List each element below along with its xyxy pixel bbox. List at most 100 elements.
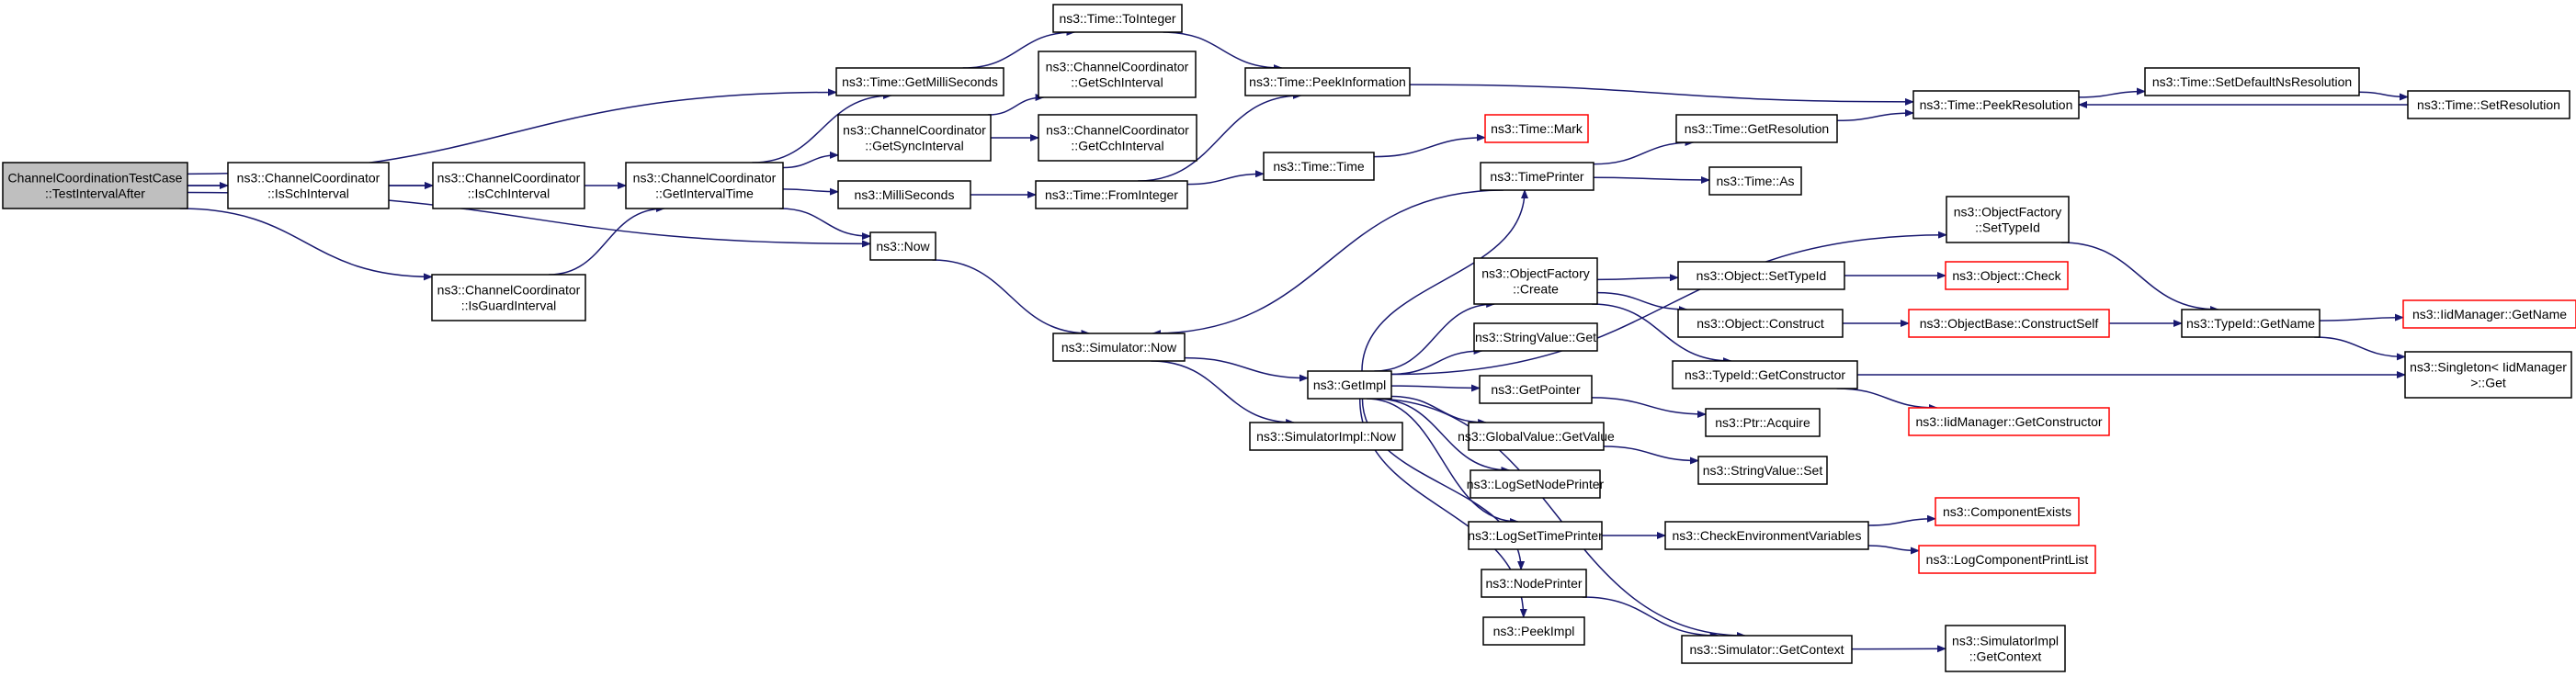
node-label: ns3::ChannelCoordinator xyxy=(633,171,777,186)
node-label: ns3::Time::Mark xyxy=(1491,121,1583,136)
node-timeTime[interactable]: ns3::Time::Time xyxy=(1263,152,1375,181)
node-label: ns3::Object::SetTypeId xyxy=(1697,268,1827,283)
node-iidGetCtor[interactable]: ns3::IidManager::GetConstructor xyxy=(1908,407,2110,436)
node-label: ns3::Time::GetMilliSeconds xyxy=(842,74,998,89)
node-label: ns3::ComponentExists xyxy=(1943,504,2071,519)
node-ptrAcquire[interactable]: ns3::Ptr::Acquire xyxy=(1705,408,1821,437)
node-objFactSetTypeId[interactable]: ns3::ObjectFactory::SetTypeId xyxy=(1946,196,2070,243)
node-peekResolution[interactable]: ns3::Time::PeekResolution xyxy=(1912,90,2080,119)
node-box xyxy=(1918,545,2096,574)
edge-getResolution-to-peekResolution xyxy=(1836,108,1914,122)
node-iidGetName[interactable]: ns3::IidManager::GetName xyxy=(2402,299,2576,329)
node-box xyxy=(1708,166,1802,196)
node-timeMark[interactable]: ns3::Time::Mark xyxy=(1484,114,1589,143)
node-setDefaultNs[interactable]: ns3::Time::SetDefaultNsResolution xyxy=(2144,67,2360,96)
node-getImpl[interactable]: ns3::GetImpl xyxy=(1307,370,1392,400)
node-logCompPrint[interactable]: ns3::LogComponentPrintList xyxy=(1918,545,2096,574)
node-getResolution[interactable]: ns3::Time::GetResolution xyxy=(1675,114,1838,143)
node-setResolution[interactable]: ns3::Time::SetResolution xyxy=(2407,90,2570,119)
node-toInteger[interactable]: ns3::Time::ToInteger xyxy=(1052,4,1183,33)
node-root[interactable]: ChannelCoordinationTestCase::TestInterva… xyxy=(2,162,188,209)
node-getInterval[interactable]: ns3::ChannelCoordinator::GetIntervalTime xyxy=(625,162,784,209)
node-label: ns3::Now xyxy=(876,239,930,254)
node-box xyxy=(1481,569,1587,598)
node-timePrinter[interactable]: ns3::TimePrinter xyxy=(1480,162,1594,191)
node-box xyxy=(2402,299,2576,329)
node-getPointer[interactable]: ns3::GetPointer xyxy=(1479,375,1593,404)
edge-getImpl-to-timePrinter xyxy=(1361,189,1529,372)
node-simImplNow[interactable]: ns3::SimulatorImpl::Now xyxy=(1249,422,1403,451)
edge-globalGet-to-stringSet xyxy=(1603,445,1699,465)
node-now[interactable]: ns3::Now xyxy=(869,231,936,261)
node-label: ns3::StringValue::Get xyxy=(1475,330,1596,344)
node-label: ns3::TimePrinter xyxy=(1490,169,1584,184)
node-objBaseCtorSelf[interactable]: ns3::ObjectBase::ConstructSelf xyxy=(1908,309,2110,338)
edge-getImpl-to-globalGet xyxy=(1390,395,1488,426)
node-getCch[interactable]: ns3::ChannelCoordinator::GetCchInterval xyxy=(1038,114,1197,162)
node-label: ns3::GetImpl xyxy=(1313,378,1386,392)
node-getSch[interactable]: ns3::ChannelCoordinator::GetSchInterval xyxy=(1038,51,1197,98)
node-box xyxy=(2407,90,2570,119)
node-label: ns3::Time::SetResolution xyxy=(2417,97,2560,112)
node-objFactCreate[interactable]: ns3::ObjectFactory::Create xyxy=(1473,257,1598,305)
edge-nodePrinter-to-simGetContext xyxy=(1582,596,1719,639)
nodes-layer: ChannelCoordinationTestCase::TestInterva… xyxy=(2,4,2576,672)
node-box xyxy=(1672,360,1858,389)
node-label: ns3::NodePrinter xyxy=(1485,576,1582,591)
node-box xyxy=(2,162,188,209)
node-label: ns3::Object::Check xyxy=(1952,268,2061,283)
node-isCch[interactable]: ns3::ChannelCoordinator::IsCchInterval xyxy=(432,162,585,209)
node-peekInfo[interactable]: ns3::Time::PeekInformation xyxy=(1244,67,1411,96)
node-box xyxy=(625,162,784,209)
edge-objFactSetTypeId-to-typeIdGetName xyxy=(2061,242,2219,313)
node-label: ::IsSchInterval xyxy=(267,186,349,201)
node-checkEnv[interactable]: ns3::CheckEnvironmentVariables xyxy=(1664,521,1869,550)
node-label: ns3::Simulator::Now xyxy=(1061,340,1177,355)
node-simGetContext[interactable]: ns3::Simulator::GetContext xyxy=(1681,635,1853,664)
edge-fromInteger-to-timeTime xyxy=(1186,170,1265,186)
node-stringSet[interactable]: ns3::StringValue::Set xyxy=(1697,456,1828,485)
node-isGuard[interactable]: ns3::ChannelCoordinator::IsGuardInterval xyxy=(431,274,586,321)
edges-layer xyxy=(179,28,2409,653)
node-typeIdGetName[interactable]: ns3::TypeId::GetName xyxy=(2181,309,2321,338)
node-compExists[interactable]: ns3::ComponentExists xyxy=(1935,497,2080,526)
node-label: ::GetCchInterval xyxy=(1071,139,1163,153)
node-getMilli[interactable]: ns3::Time::GetMilliSeconds xyxy=(835,67,1004,96)
node-timeAs[interactable]: ns3::Time::As xyxy=(1708,166,1802,196)
edge-objFactCreate-to-typeIdGetCtor xyxy=(1592,303,1732,365)
node-globalGet[interactable]: ns3::GlobalValue::GetValue xyxy=(1458,422,1615,451)
edge-getMilli-to-toInteger xyxy=(962,28,1076,69)
node-getSync[interactable]: ns3::ChannelCoordinator::GetSyncInterval xyxy=(837,114,992,162)
node-isSch[interactable]: ns3::ChannelCoordinator::IsSchInterval xyxy=(227,162,390,209)
node-box xyxy=(1677,309,1844,338)
node-nodePrinter[interactable]: ns3::NodePrinter xyxy=(1481,569,1587,598)
node-singletonGet[interactable]: ns3::Singleton< IidManager>::Get xyxy=(2404,351,2572,399)
node-box xyxy=(1263,152,1375,181)
node-milliSeconds[interactable]: ns3::MilliSeconds xyxy=(837,180,971,209)
node-objConstruct[interactable]: ns3::Object::Construct xyxy=(1677,309,1844,338)
node-logSetNode[interactable]: ns3::LogSetNodePrinter xyxy=(1467,469,1605,499)
node-logSetTime[interactable]: ns3::LogSetTimePrinter xyxy=(1468,521,1603,550)
node-box xyxy=(1946,196,2070,243)
node-peekImpl[interactable]: ns3::PeekImpl xyxy=(1482,616,1585,646)
node-label: ::GetSyncInterval xyxy=(865,139,963,153)
node-fromInteger[interactable]: ns3::Time::FromInteger xyxy=(1035,180,1188,209)
node-typeIdGetCtor[interactable]: ns3::TypeId::GetConstructor xyxy=(1672,360,1858,389)
node-objSetTypeId[interactable]: ns3::Object::SetTypeId xyxy=(1677,261,1845,290)
node-simNow[interactable]: ns3::Simulator::Now xyxy=(1052,333,1186,362)
node-label: ns3::IidManager::GetConstructor xyxy=(1915,414,2102,429)
edge-isGuard-to-getInterval xyxy=(549,205,665,276)
node-simImplGetContext[interactable]: ns3::SimulatorImpl::GetContext xyxy=(1945,625,2066,672)
node-label: ns3::Time::FromInteger xyxy=(1045,187,1178,202)
edge-getImpl-to-logSetTime xyxy=(1366,398,1520,525)
node-stringGet[interactable]: ns3::StringValue::Get xyxy=(1473,322,1598,352)
node-label: ns3::Simulator::GetContext xyxy=(1689,642,1844,657)
node-label: ::GetContext xyxy=(1969,649,2042,664)
edge-simNow-to-getImpl xyxy=(1184,356,1309,382)
node-label: ns3::TypeId::GetConstructor xyxy=(1685,367,1845,382)
node-label: ns3::ChannelCoordinator xyxy=(437,171,581,186)
node-objCheck[interactable]: ns3::Object::Check xyxy=(1945,261,2069,290)
node-label: ns3::LogSetTimePrinter xyxy=(1468,528,1603,543)
node-box xyxy=(1908,407,2110,436)
